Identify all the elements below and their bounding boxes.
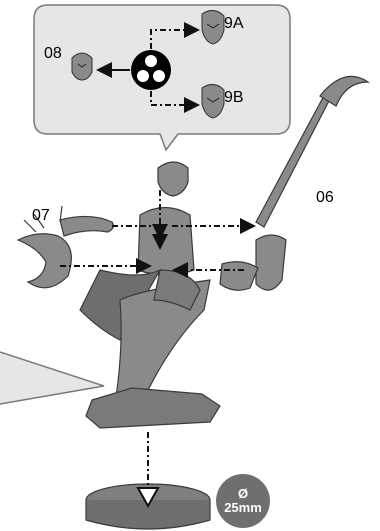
base-size-badge: Ø 25mm	[216, 474, 270, 528]
base-size-label: 25mm	[224, 500, 262, 515]
label-06: 06	[316, 189, 334, 206]
assembly-arrows	[60, 190, 256, 509]
callout-arrows	[96, 22, 200, 113]
head-08-icon	[71, 52, 93, 81]
miniature-model	[16, 75, 370, 530]
head-9b-icon	[201, 84, 225, 119]
pointer-bubble-edge	[0, 351, 105, 405]
three-hole-connector-icon	[131, 50, 171, 90]
head-9a-icon	[201, 10, 225, 45]
diameter-symbol: Ø	[237, 485, 249, 501]
label-9b: 9B	[224, 89, 244, 106]
label-9a: 9A	[224, 15, 244, 32]
label-07: 07	[32, 207, 50, 224]
label-08: 08	[44, 45, 62, 62]
